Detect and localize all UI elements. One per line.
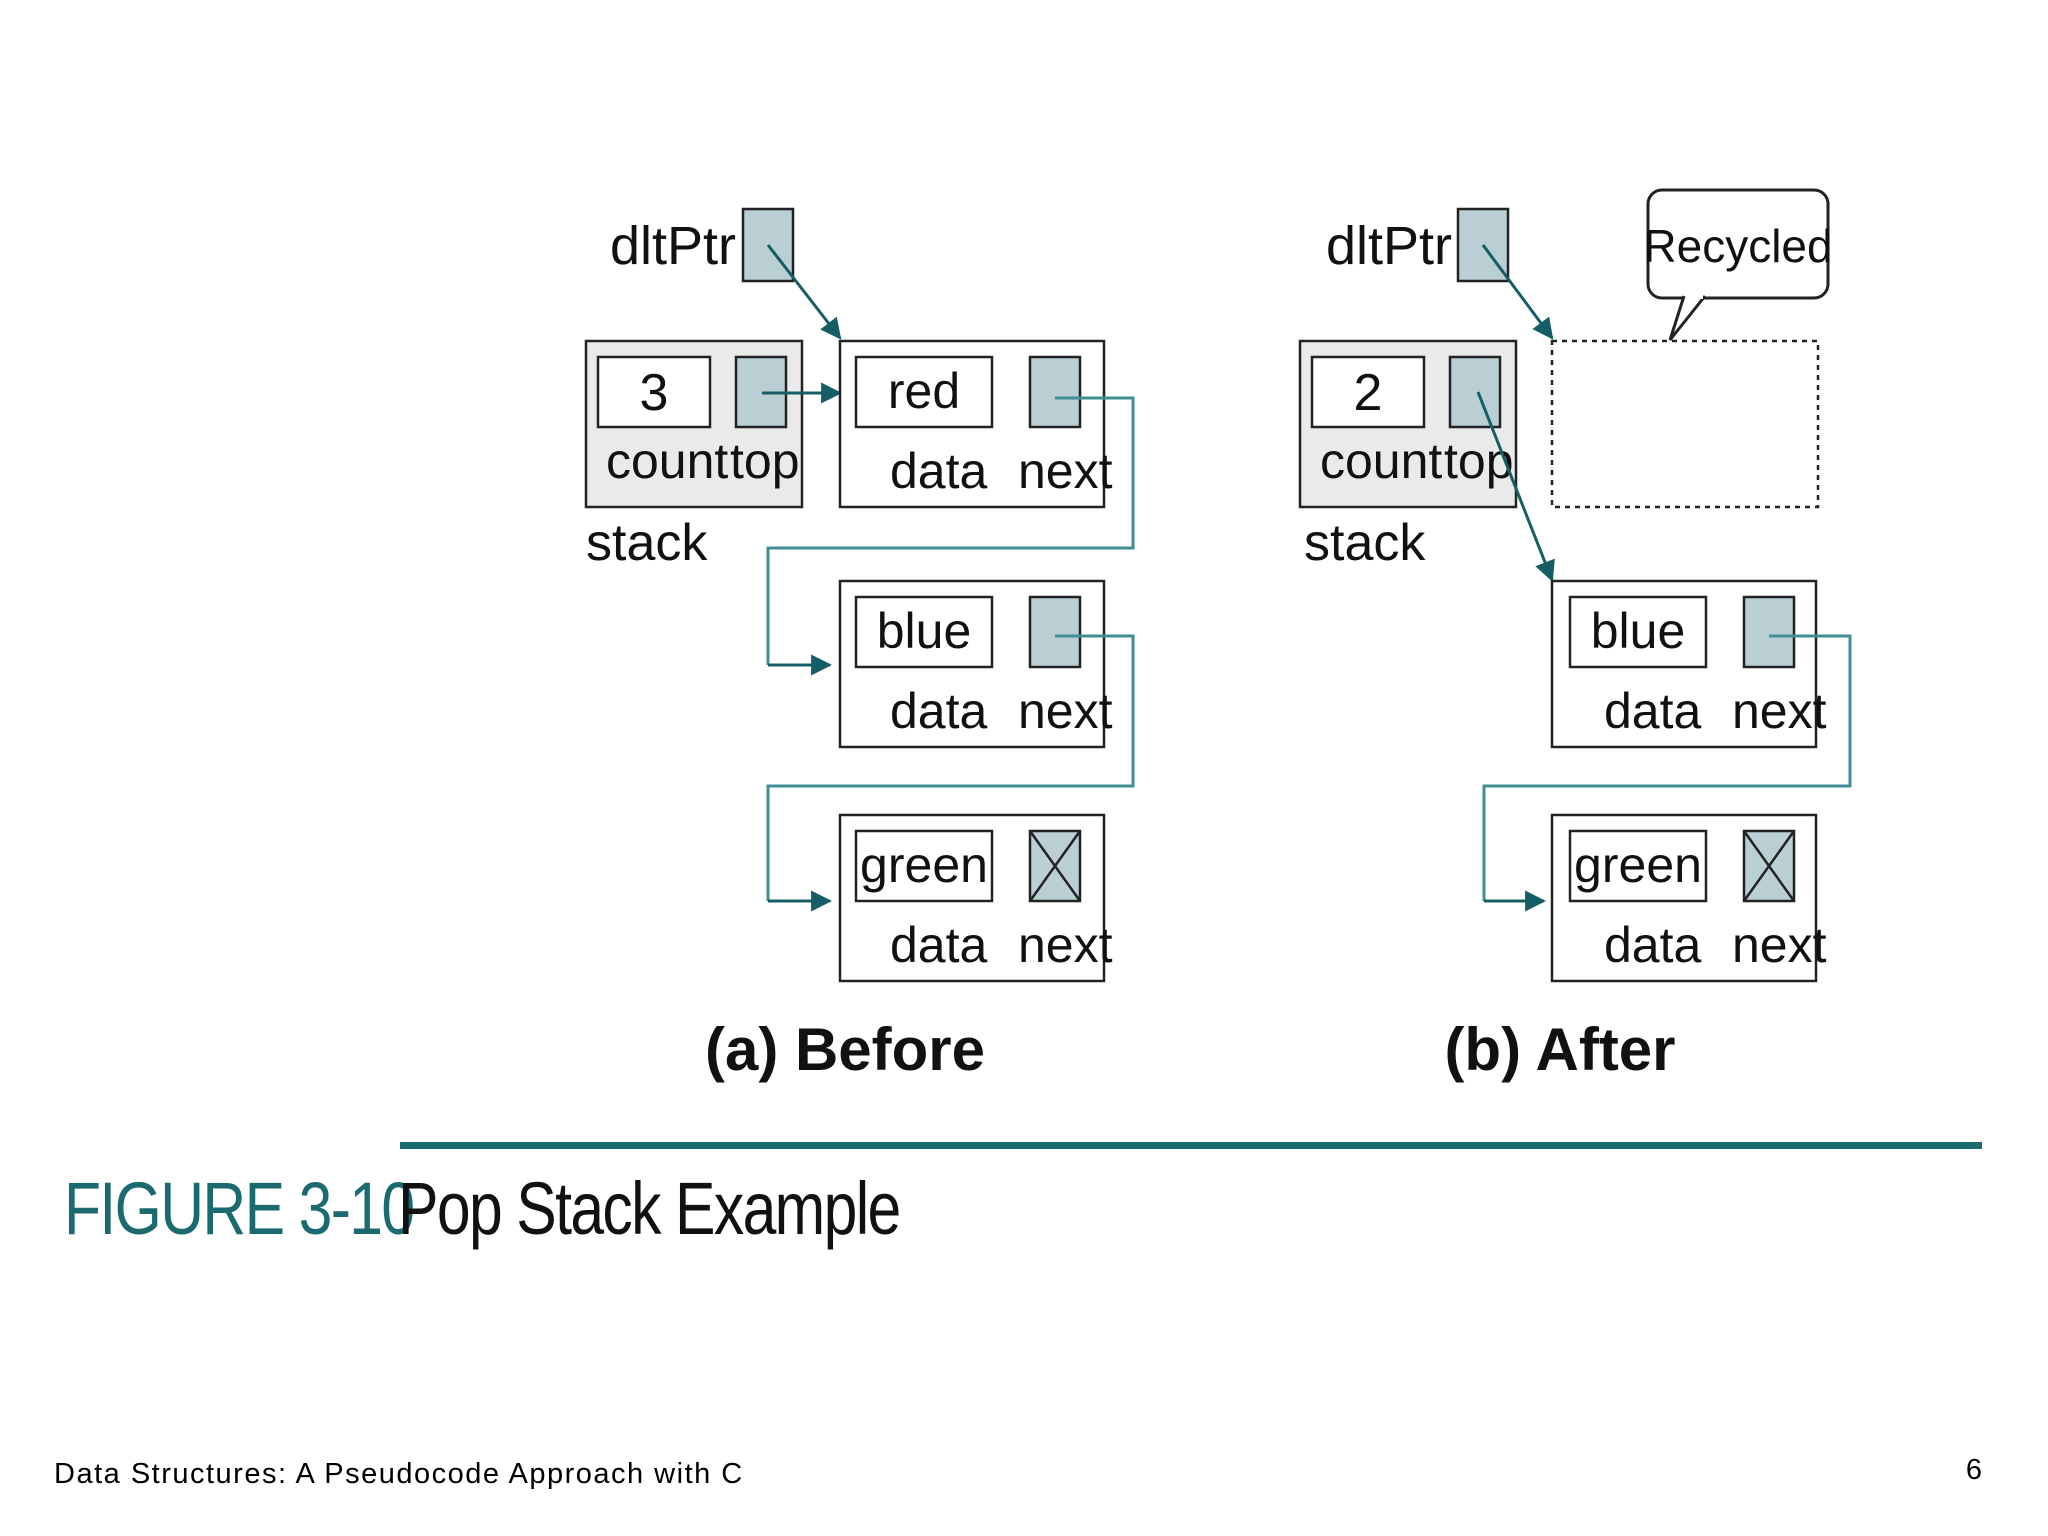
next-label: next	[1018, 917, 1113, 973]
dltptr-label: dltPtr	[610, 216, 736, 276]
next-pointer-box	[1742, 595, 1796, 669]
figure-number: FIGURE 3-10	[64, 1167, 415, 1250]
next-label: next	[1732, 683, 1827, 739]
node-data-box	[854, 829, 994, 903]
stack-label: stack	[1304, 514, 1426, 572]
next-pointer-box	[1028, 355, 1082, 429]
node-data-value: green	[1574, 837, 1702, 893]
node-data-box	[1568, 829, 1708, 903]
node-data-box	[854, 595, 994, 669]
null-cross-icon	[1028, 830, 1082, 902]
recycled-node-outline	[1550, 339, 1820, 509]
next-label: next	[1018, 683, 1113, 739]
count-value-box	[1310, 355, 1426, 429]
count-value: 3	[640, 364, 669, 422]
next-label: next	[1732, 917, 1827, 973]
recycled-label: Recycled	[1643, 220, 1832, 272]
callout-tail	[1668, 295, 1707, 341]
next-link	[1482, 634, 1852, 901]
null-cross-icon	[1742, 830, 1796, 902]
count-value-box	[596, 355, 712, 429]
stack-label: stack	[586, 514, 708, 572]
top-label: top	[730, 433, 800, 489]
count-label: count	[1320, 433, 1442, 489]
panel-after: dltPtr Recycled 2 count top stack blue d…	[1298, 188, 1852, 1083]
page-number: 6	[1965, 1454, 1982, 1486]
panel-before: dltPtr 3 count top stack red data next b…	[584, 207, 1135, 1083]
node-data-box	[1568, 595, 1708, 669]
top-arrow	[1476, 391, 1555, 582]
node-data-value: red	[888, 363, 960, 419]
data-label: data	[890, 917, 988, 973]
count-label: count	[606, 433, 728, 489]
footer-book-title: Data Structures: A Pseudocode Approach w…	[54, 1458, 744, 1490]
next-label: next	[1018, 443, 1113, 499]
data-label: data	[1604, 917, 1702, 973]
figure-divider	[400, 1142, 1982, 1149]
next-link	[766, 634, 1135, 901]
top-pointer-box	[1448, 355, 1502, 429]
next-link	[766, 396, 1135, 665]
data-label: data	[890, 443, 988, 499]
node-data-value: green	[860, 837, 988, 893]
dltptr-pointer-box	[741, 207, 795, 283]
node-data-value: blue	[877, 603, 972, 659]
node-data-box	[854, 355, 994, 429]
panel-caption: (a) Before	[705, 1016, 985, 1083]
top-label: top	[1444, 433, 1514, 489]
panel-caption: (b) After	[1444, 1016, 1675, 1083]
data-label: data	[890, 683, 988, 739]
node-data-value: blue	[1591, 603, 1686, 659]
dltptr-arrow	[1481, 244, 1554, 340]
recycled-callout	[1646, 188, 1830, 300]
next-pointer-box	[1028, 595, 1082, 669]
data-label: data	[1604, 683, 1702, 739]
count-value: 2	[1354, 364, 1383, 422]
figure-title: Pop Stack Example	[398, 1167, 901, 1250]
dltptr-label: dltPtr	[1326, 216, 1452, 276]
dltptr-arrow	[766, 244, 842, 340]
